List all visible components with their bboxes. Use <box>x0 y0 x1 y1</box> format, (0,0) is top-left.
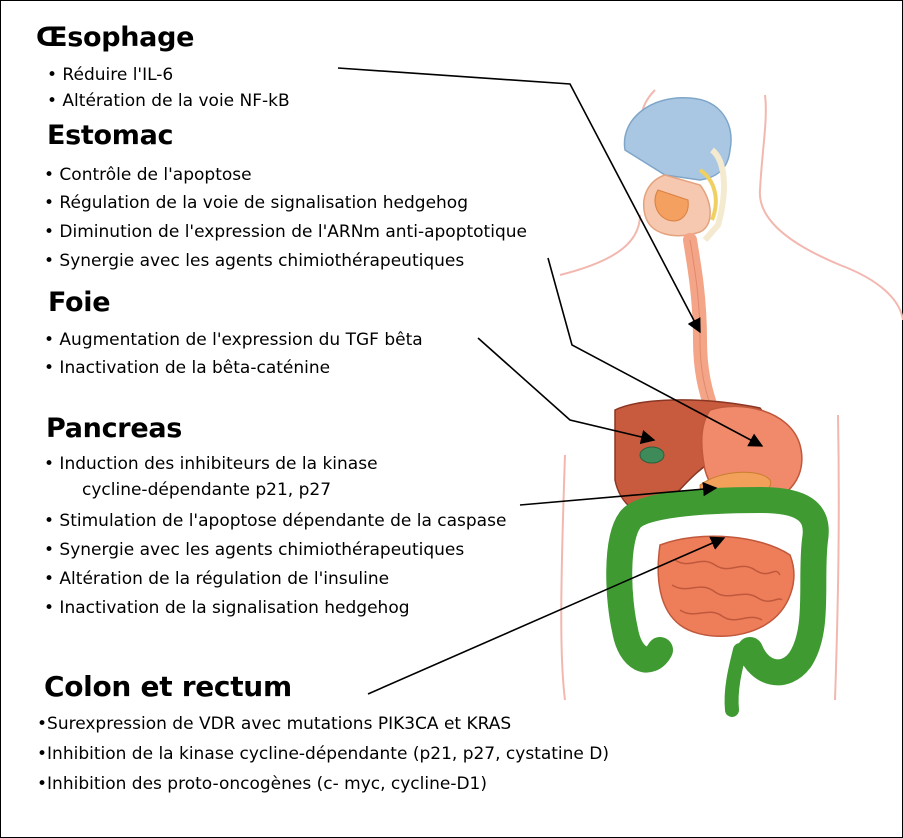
pancreas-item-5: • Inactivation de la signalisation hedge… <box>44 598 410 619</box>
foie-item-2: • Inactivation de la bêta-caténine <box>44 358 330 379</box>
estomac-title: Estomac <box>47 120 173 152</box>
rectum-shape <box>732 650 740 710</box>
pancreas-item-1: • Induction des inhibiteurs de la kinase <box>44 454 378 475</box>
esophagus-shape <box>690 240 712 410</box>
colon-title: Colon et rectum <box>44 671 292 703</box>
estomac-item-1: • Contrôle de l'apoptose <box>44 165 252 186</box>
oesophage-item-2: • Altération de la voie NF-kB <box>47 91 290 112</box>
colon-item-2: •Inhibition de la kinase cycline-dépenda… <box>37 744 609 765</box>
colon-item-3: •Inhibition des proto-oncogènes (c- myc,… <box>37 774 487 795</box>
oesophage-title: Œsophage <box>36 22 194 54</box>
estomac-item-3: • Diminution de l'expression de l'ARNm a… <box>44 222 527 243</box>
pancreas-item-4: • Altération de la régulation de l'insul… <box>44 569 389 590</box>
foie-item-1: • Augmentation de l'expression du TGF bê… <box>44 330 423 351</box>
pancreas-item-3: • Synergie avec les agents chimiothérape… <box>44 540 464 561</box>
pancreas-item-1-continued: cycline-dépendante p21, p27 <box>82 480 331 501</box>
pancreas-item-2: • Stimulation de l'apoptose dépendante d… <box>44 511 506 532</box>
pancreas-title: Pancreas <box>46 413 182 445</box>
oesophage-item-1: • Réduire l'IL-6 <box>47 65 173 86</box>
estomac-item-2: • Régulation de la voie de signalisation… <box>44 193 468 214</box>
foie-title: Foie <box>48 287 110 319</box>
gallbladder-shape <box>640 447 664 463</box>
colon-item-1: •Surexpression de VDR avec mutations PIK… <box>37 714 511 735</box>
small-intestine-shape <box>658 536 794 636</box>
estomac-item-4: • Synergie avec les agents chimiothérape… <box>44 251 464 272</box>
